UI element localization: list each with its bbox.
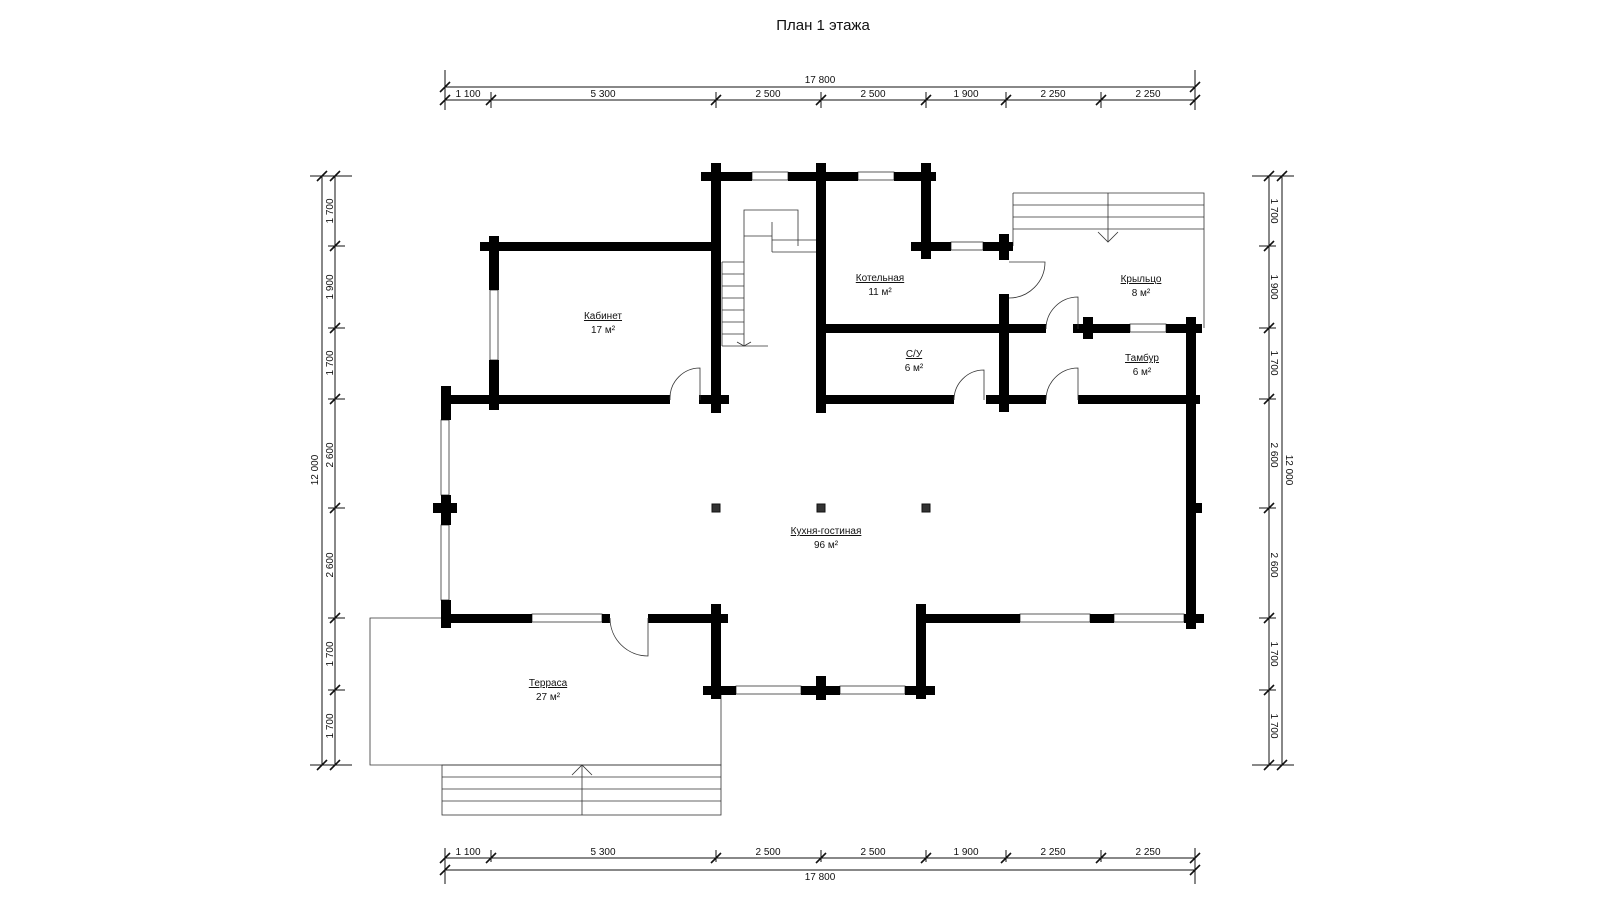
left-dimensions: 12 000 1 700 1 900 1 700 2 600 2 600 1 7… <box>310 170 352 771</box>
left-dimension: 1 900 <box>325 274 336 299</box>
right-dimension: 1 700 <box>1268 641 1279 666</box>
room-name-krylco: Крыльцо <box>1121 274 1162 285</box>
room-name-kuhnya: Кухня-гостиная <box>791 526 862 537</box>
top-total-dimension: 17 800 <box>805 75 836 86</box>
left-dimension: 2 600 <box>325 442 336 467</box>
bottom-dimension: 2 250 <box>1135 847 1160 858</box>
left-dimension: 1 700 <box>325 713 336 738</box>
right-dimensions: 12 000 1 700 1 900 1 700 2 600 2 600 1 7… <box>1252 170 1294 771</box>
terrace-outline <box>369 617 722 766</box>
left-total-dimension: 12 000 <box>310 454 321 485</box>
bottom-dimension: 2 250 <box>1040 847 1065 858</box>
windows <box>440 171 1185 695</box>
columns <box>711 503 931 513</box>
room-name-kotelnaya: Котельная <box>856 273 904 284</box>
bottom-dimension: 2 500 <box>860 847 885 858</box>
room-area-su: 6 м² <box>905 363 924 374</box>
top-dimensions: 17 800 1 100 5 300 2 500 2 500 1 900 2 2… <box>439 70 1201 110</box>
top-dimension: 2 250 <box>1040 89 1065 100</box>
top-dimension: 1 900 <box>953 89 978 100</box>
left-dimension: 2 600 <box>325 552 336 577</box>
bottom-dimension: 2 500 <box>755 847 780 858</box>
room-name-terrasa: Терраса <box>529 678 568 689</box>
left-dimension: 1 700 <box>325 641 336 666</box>
right-dimension: 1 700 <box>1268 198 1279 223</box>
column-marker <box>711 503 721 513</box>
right-dimension: 2 600 <box>1268 442 1279 467</box>
left-dimension: 1 700 <box>325 350 336 375</box>
right-dimension: 1 700 <box>1268 713 1279 738</box>
room-name-su: С/У <box>906 349 923 360</box>
top-dimension: 2 500 <box>860 89 885 100</box>
room-area-kabinet: 17 м² <box>591 325 616 336</box>
column-marker <box>816 503 826 513</box>
doors <box>609 261 1079 657</box>
bottom-dimension: 1 900 <box>953 847 978 858</box>
room-area-kuhnya: 96 м² <box>814 540 839 551</box>
column-marker <box>921 503 931 513</box>
terrace-steps <box>441 764 722 816</box>
staircase <box>721 209 818 347</box>
room-name-tambur: Тамбур <box>1125 352 1159 364</box>
top-dimension: 2 250 <box>1135 89 1160 100</box>
plan-title: План 1 этажа <box>776 17 870 34</box>
bottom-dimension: 1 100 <box>455 847 480 858</box>
right-dimension: 1 900 <box>1268 274 1279 299</box>
bottom-dimension: 5 300 <box>590 847 615 858</box>
room-labels: Кабинет 17 м² Котельная 11 м² С/У 6 м² К… <box>529 273 1162 703</box>
top-dimension: 2 500 <box>755 89 780 100</box>
porch-outline <box>1012 192 1205 328</box>
room-area-krylco: 8 м² <box>1132 288 1151 299</box>
walls <box>433 163 1204 700</box>
bottom-dimensions: 1 100 5 300 2 500 2 500 1 900 2 250 2 25… <box>439 847 1201 884</box>
bottom-total-dimension: 17 800 <box>805 872 836 883</box>
room-area-tambur: 6 м² <box>1133 367 1152 378</box>
room-area-terrasa: 27 м² <box>536 692 561 703</box>
top-dimension: 1 100 <box>455 89 480 100</box>
room-area-kotelnaya: 11 м² <box>868 287 892 298</box>
left-dimension: 1 700 <box>325 198 336 223</box>
room-name-kabinet: Кабинет <box>584 310 622 322</box>
top-dimension: 5 300 <box>590 89 615 100</box>
right-total-dimension: 12 000 <box>1283 455 1294 486</box>
right-dimension: 1 700 <box>1268 350 1279 375</box>
right-dimension: 2 600 <box>1268 552 1279 577</box>
